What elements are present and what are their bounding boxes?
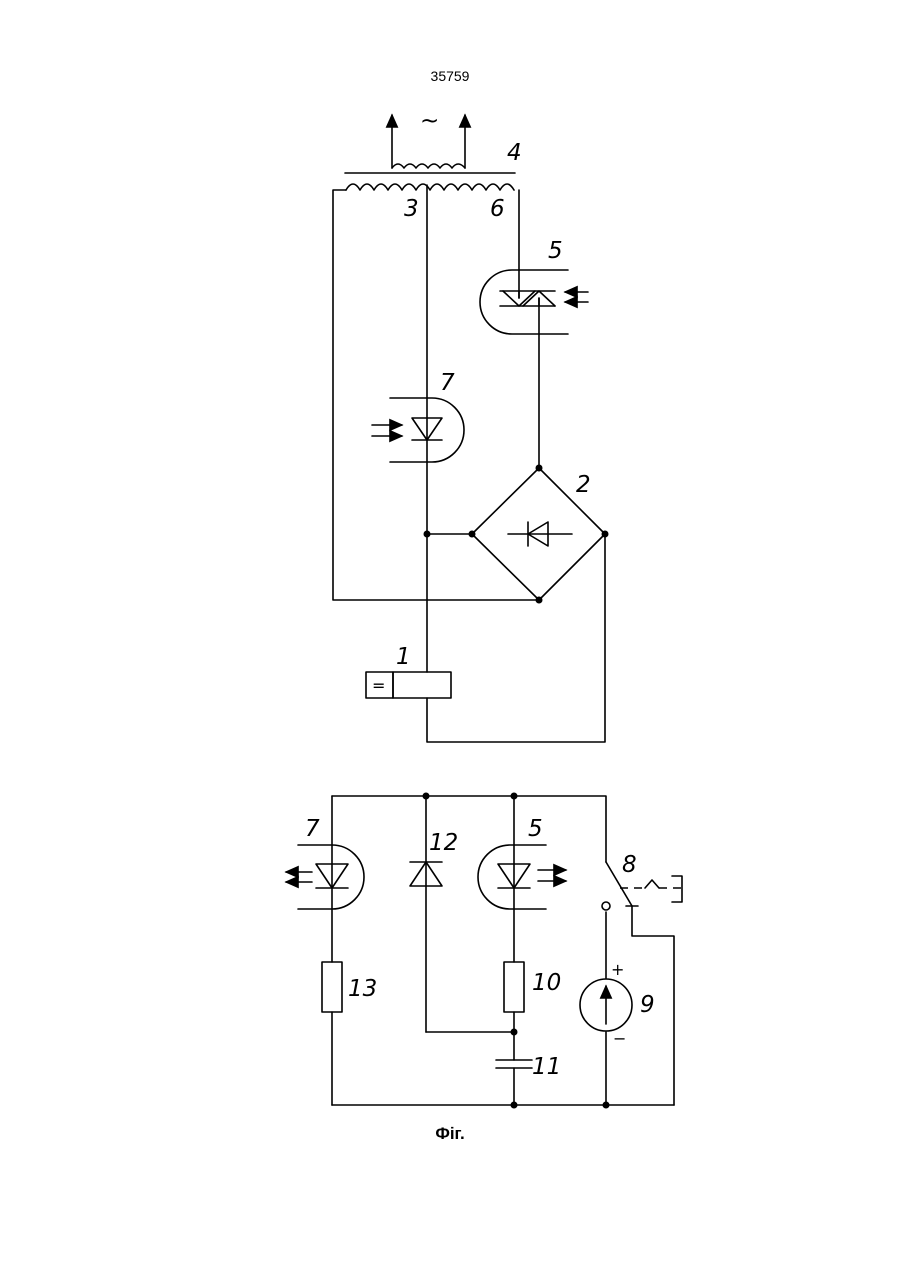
triac-optocoupler — [480, 270, 588, 334]
current-source-9 — [580, 979, 632, 1031]
label-winding-3: 3 — [404, 196, 419, 222]
label-capacitor-11: 11 — [532, 1054, 561, 1080]
led-5 — [478, 845, 566, 909]
led-7 — [286, 845, 364, 909]
label-source-9: 9 — [640, 992, 655, 1018]
label-photodiode: 7 — [440, 370, 455, 396]
bottom-wires — [332, 793, 674, 1109]
plus-sign: + — [611, 960, 624, 979]
label-resistor-10: 10 — [532, 970, 561, 996]
resistor-10 — [504, 962, 524, 1012]
capacitor-11 — [496, 1060, 532, 1068]
figure-caption: Фіг. — [0, 1124, 900, 1144]
label-bridge: 2 — [576, 472, 591, 498]
label-led-7: 7 — [305, 816, 320, 842]
label-triac-optocoupler: 5 — [548, 238, 563, 264]
label-winding-6: 6 — [490, 196, 505, 222]
label-diode-12: 12 — [429, 830, 458, 856]
label-switch-8: 8 — [622, 852, 637, 878]
resistor-13 — [322, 962, 342, 1012]
photodiode — [372, 398, 464, 462]
label-load: 1 — [396, 644, 411, 670]
label-led-5: 5 — [528, 816, 543, 842]
ac-symbol: ~ — [420, 108, 439, 134]
switch-8 — [602, 862, 682, 910]
minus-sign: − — [613, 1029, 626, 1048]
top-wires — [333, 185, 605, 742]
label-resistor-13: 13 — [348, 976, 377, 1002]
label-transformer: 4 — [507, 140, 522, 166]
dc-symbol: = — [372, 676, 385, 695]
